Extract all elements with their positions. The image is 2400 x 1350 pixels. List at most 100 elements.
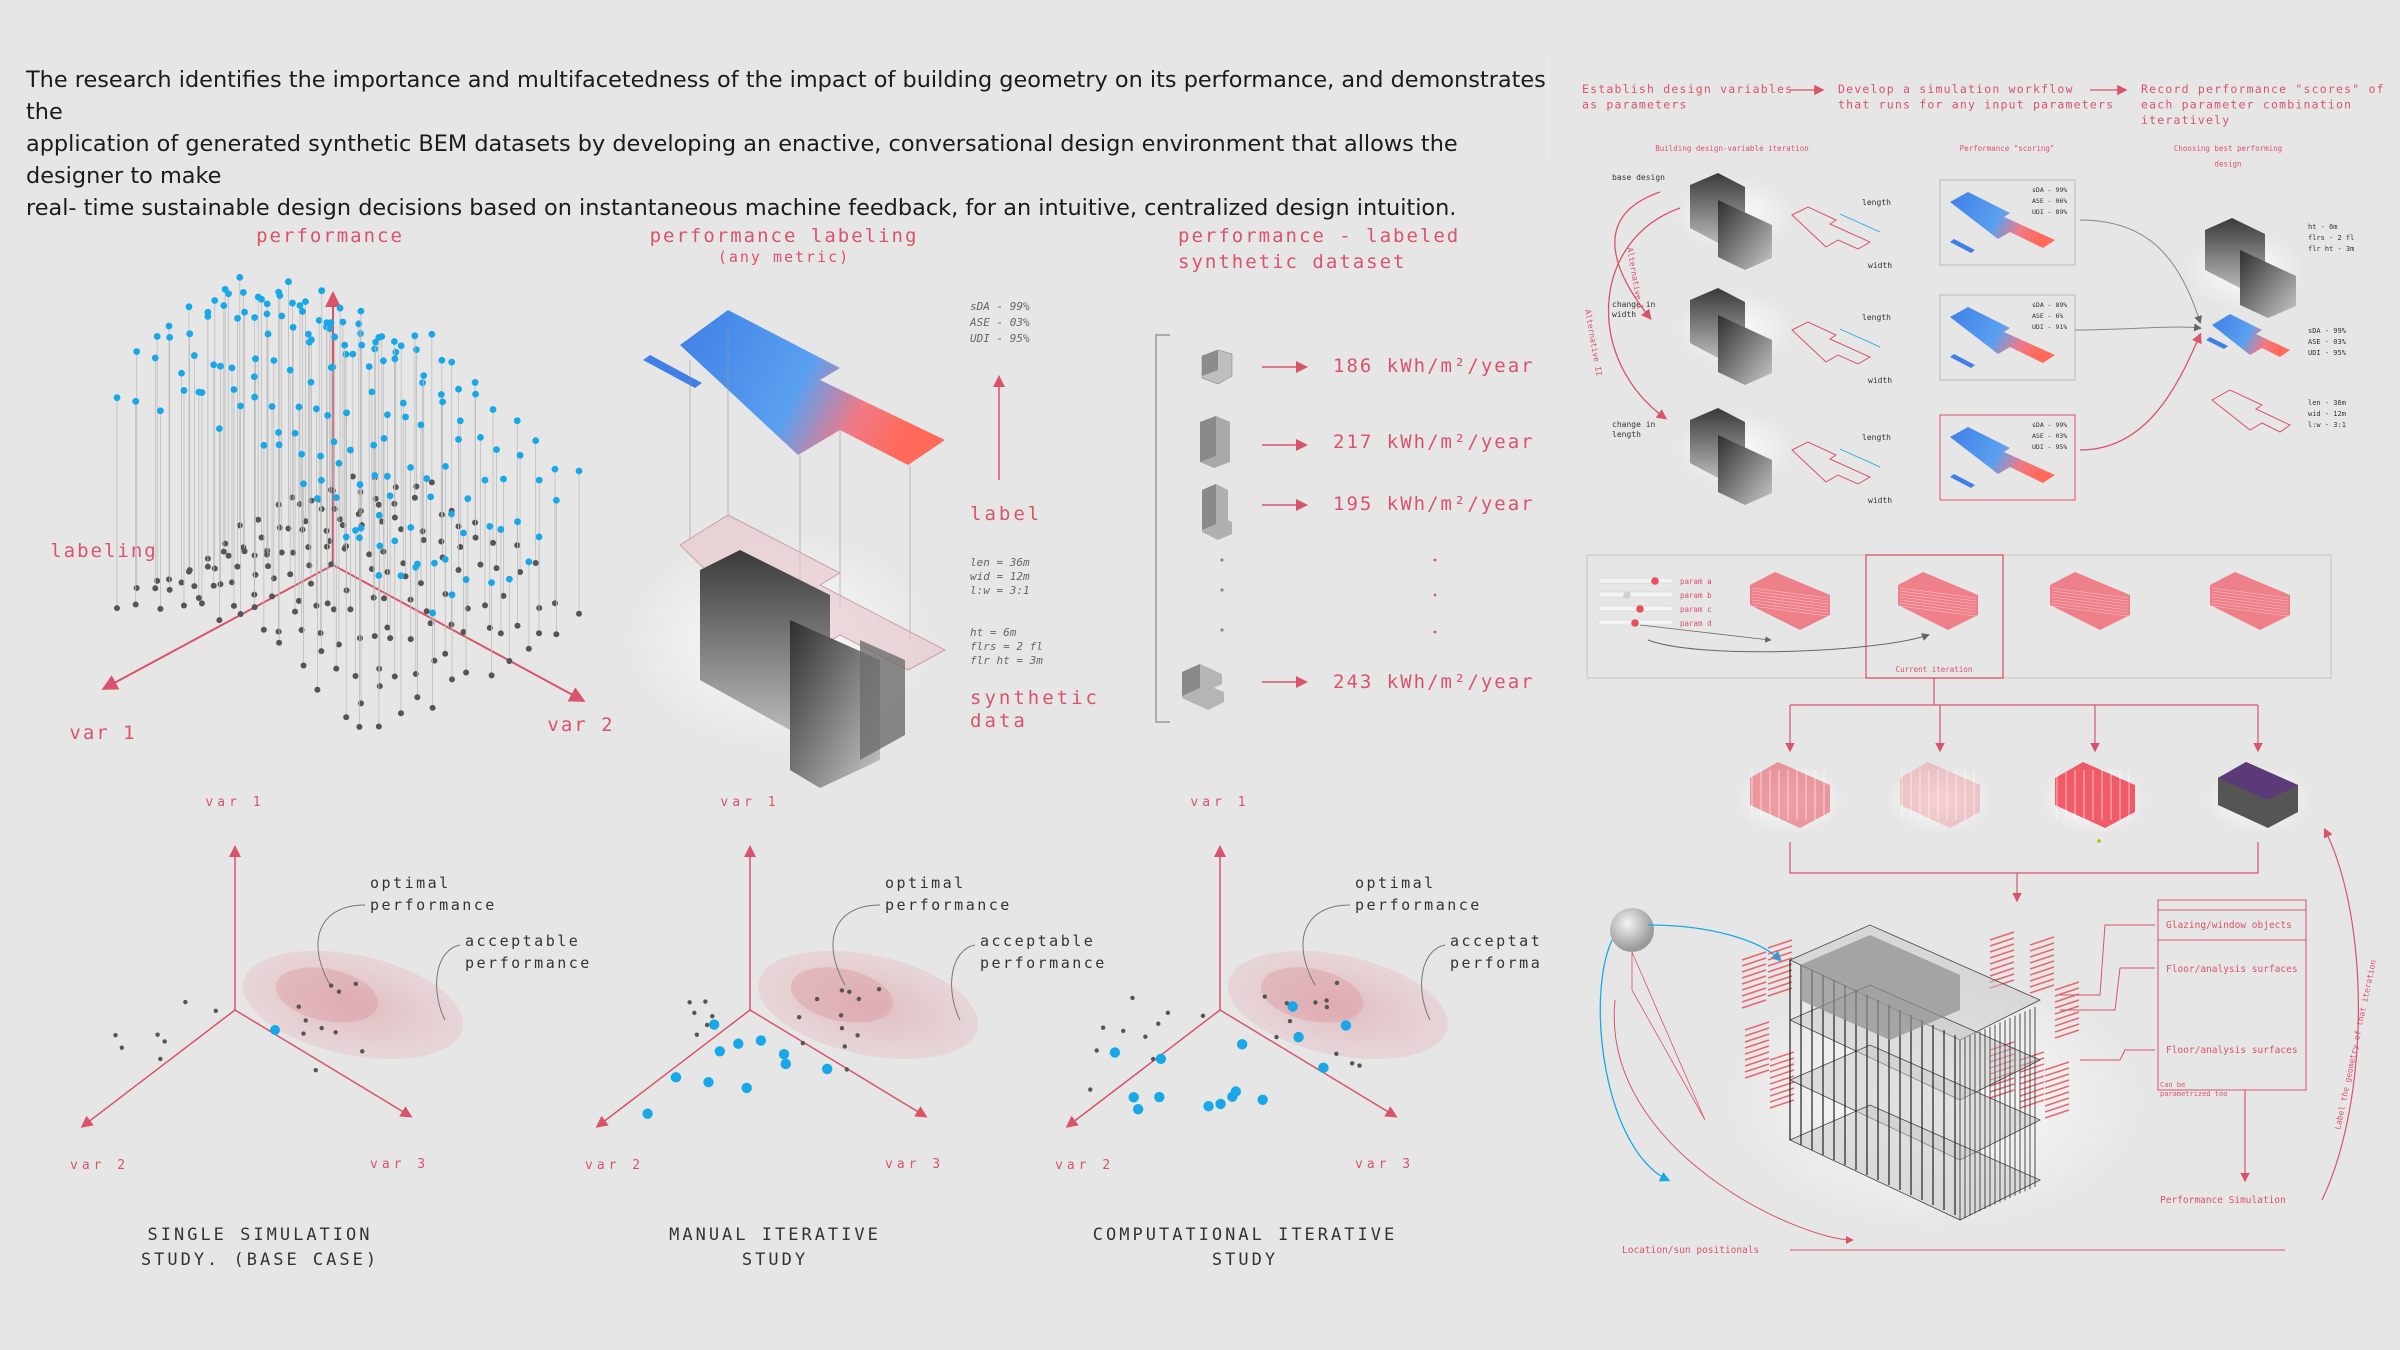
grey-point (180, 602, 187, 609)
blue-point (428, 330, 436, 338)
blue-point (438, 356, 446, 364)
blue-point (375, 572, 383, 579)
blue-point (431, 559, 438, 567)
study-point (796, 1015, 802, 1020)
study-axis-var1: var 1 (720, 795, 779, 810)
blue-point (407, 524, 415, 531)
param2-2: flr ht = 3m (970, 654, 1043, 667)
row-score: sDA - 99% (2032, 421, 2067, 429)
slider-thumb[interactable] (1631, 619, 1639, 627)
workflow-row-label: base design (1612, 173, 1665, 182)
panel-performance-labeling: performance labeling (any metric) sDA - … (625, 225, 1097, 788)
study-point (1287, 1018, 1293, 1024)
acceptable-zone (242, 950, 464, 1060)
slider-thumb[interactable] (1636, 605, 1644, 613)
study-blue-point (1154, 1091, 1165, 1103)
blue-point (352, 526, 359, 534)
blue-point (514, 518, 521, 526)
grey-point (414, 694, 421, 701)
blue-point (439, 398, 447, 406)
grey-point (442, 650, 449, 657)
grey-point (204, 563, 211, 570)
grey-point (230, 602, 237, 609)
blue-point (302, 298, 309, 306)
iteration-tree (1785, 678, 2263, 903)
grey-point (500, 592, 507, 599)
blue-point (500, 475, 507, 483)
blue-point (411, 332, 419, 340)
grey-point (392, 484, 399, 491)
grey-point (517, 569, 524, 576)
dataset-row-2: 217 kWh/m²/year (1200, 416, 1535, 468)
slider-thumb[interactable] (1651, 577, 1659, 585)
study-point (1284, 1000, 1290, 1006)
grey-point (263, 551, 270, 558)
grey-point (299, 526, 306, 533)
best-dim-0: len - 36m (2308, 399, 2346, 407)
blue-point (455, 435, 462, 443)
grey-point (300, 662, 307, 669)
blue-point (324, 412, 332, 419)
blue-point (552, 496, 560, 504)
grey-point (398, 526, 405, 533)
synthetic-line2: data (970, 710, 1028, 732)
study-axis-var1: var 1 (1190, 795, 1249, 810)
blue-point (516, 451, 524, 459)
study-axis-var3: var 3 (370, 1157, 429, 1172)
grey-point (324, 600, 331, 607)
width-label: width (1868, 496, 1892, 505)
blue-point (379, 357, 387, 365)
grey-point (313, 602, 320, 609)
grey-point (289, 494, 296, 501)
grey-point (276, 639, 283, 646)
grey-point (417, 580, 424, 587)
grey-point (576, 610, 583, 617)
slider-thumb[interactable] (1623, 591, 1631, 599)
blue-point (289, 299, 296, 307)
blue-point (264, 330, 272, 338)
study-blue-point (741, 1082, 752, 1094)
metric-1: ASE - 03% (969, 316, 1030, 329)
blue-point (305, 338, 313, 346)
length-label: length (1862, 198, 1891, 207)
blue-point (237, 402, 244, 410)
blue-point (341, 341, 349, 349)
study-caption-1: SINGLE SIMULATION (148, 1225, 373, 1245)
dataset-bracket (1155, 334, 1170, 723)
labeling-title: performance labeling (650, 225, 919, 247)
analysis-model: Glazing/window objects Floor/analysis su… (1599, 827, 2378, 1256)
metric-0: sDA - 99% (970, 300, 1030, 313)
blue-point (456, 417, 464, 425)
grey-point (514, 622, 521, 629)
grey-point (211, 565, 218, 572)
grey-point (186, 567, 193, 574)
study-point (692, 1010, 697, 1016)
iteration-mass (1735, 762, 1845, 835)
blue-point (448, 358, 456, 366)
grey-point (356, 635, 363, 642)
blue-point (455, 385, 462, 393)
dataset-row-value-2: 217 kWh/m²/year (1333, 431, 1535, 453)
blue-point (477, 433, 484, 441)
grey-point (366, 551, 373, 558)
workflow-col-2: Performance "scoring" (1960, 144, 2055, 153)
blue-point (239, 289, 247, 296)
blue-point (412, 346, 420, 354)
study-blue-point (1132, 1104, 1144, 1115)
grey-point (295, 597, 302, 604)
blue-point (236, 273, 244, 281)
blue-point (376, 542, 384, 550)
dataset-title-1: performance - labeled (1178, 225, 1460, 247)
blue-point (488, 579, 495, 587)
blue-point (535, 476, 543, 484)
study-point (328, 983, 334, 988)
marker-dot (2097, 839, 2101, 843)
grey-point (317, 630, 324, 637)
axis-label-var1: var 1 (69, 722, 136, 744)
study-point (1150, 1056, 1156, 1062)
grey-point (423, 608, 430, 615)
